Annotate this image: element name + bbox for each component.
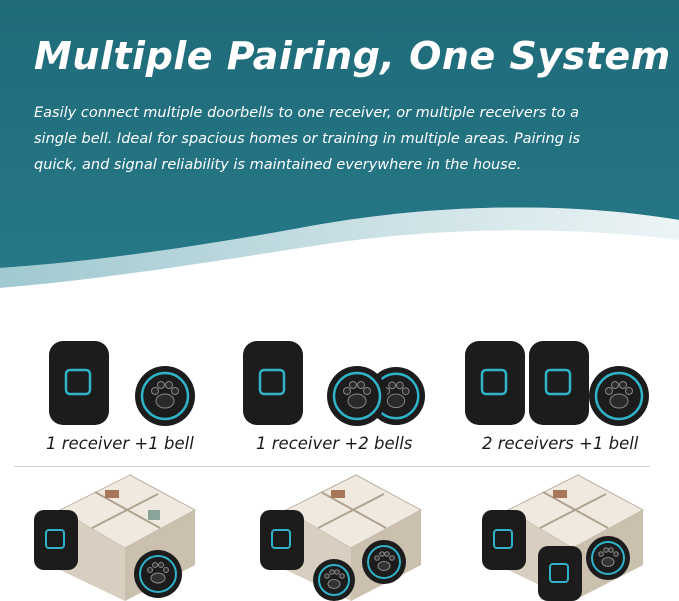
paw-bell-icon [135,366,195,426]
paw-bell-icon [589,366,649,426]
house-floorplan-icon [34,474,197,601]
description-text: Easily connect multiple doorbells to one… [34,105,581,173]
page-title: Multiple Pairing, One System [34,34,671,78]
section-divider [14,466,650,467]
hero-banner: Multiple Pairing, One System Easily conn… [0,0,679,300]
config-1-label: 1 receiver +1 bell [46,434,194,453]
receiver-icon [49,341,109,425]
house-floorplan-icon [260,474,423,601]
receiver-icon [529,341,589,425]
house-floorplan-icon [482,474,645,601]
config-2-label: 1 receiver +2 bells [256,434,413,453]
receiver-icon [243,341,303,425]
banner-wave-shape [0,0,679,300]
config-3-label: 2 receivers +1 bell [482,434,639,453]
receiver-icon [465,341,525,425]
paw-bell-icon [327,366,387,426]
